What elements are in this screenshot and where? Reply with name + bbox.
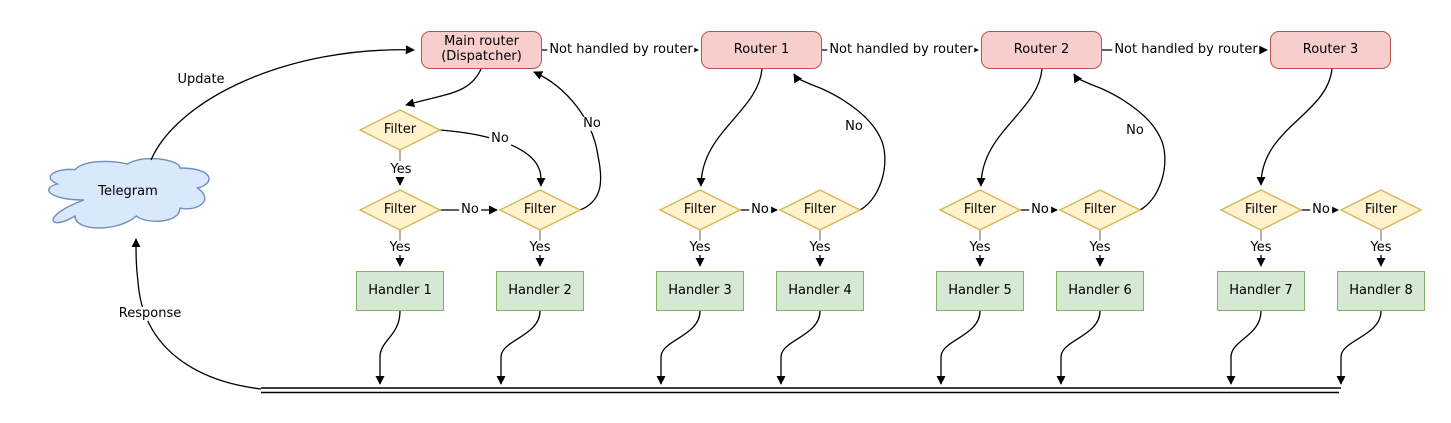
edge-router3-to-filter [1256,68,1333,186]
edge-label-update: Update [175,71,227,88]
filter-label-7: Filter [1244,201,1278,217]
label-yes-2: Yes [527,239,553,256]
telegram-cloud [48,157,210,229]
filter-label-2: Filter [523,201,557,217]
filter-diamond-1 [358,189,442,231]
label-no-4: No [843,118,865,135]
handler1-node: Handler 1 [356,271,444,311]
edge-handler6-bus [1056,310,1101,385]
edge-filter6-no-return [1073,73,1166,211]
label-no-7: No [1310,201,1332,218]
label-no-0: No [489,130,511,147]
label-no-1: No [459,201,481,218]
filter-diamond-4 [778,189,862,231]
edge-handler1-bus [375,310,401,385]
filter-label-5: Filter [963,201,997,217]
handler6-node: Handler 6 [1056,271,1144,311]
edge-filter4-no-return [793,73,886,211]
handler5-label: Handler 5 [948,282,1012,298]
label-yes-4: Yes [807,239,833,256]
handler6-label: Handler 6 [1068,282,1132,298]
edge-label-not-handled-2: Not handled by router [1112,41,1260,58]
edge-handler7-bus [1226,310,1262,385]
edge-filter2-no-return [533,71,602,211]
edge-handler8-bus [1336,310,1382,385]
main-router-node: Main router (Dispatcher) [421,31,542,69]
edge-filter0-no-curve [439,129,546,187]
handler7-node: Handler 7 [1217,271,1305,311]
edge-handler5-bus [936,310,981,385]
edge-dispatcher-to-filter [405,68,482,108]
filter-diamond-8 [1339,189,1423,231]
label-yes-1: Yes [387,239,413,256]
handler7-label: Handler 7 [1229,282,1293,298]
handler5-node: Handler 5 [936,271,1024,311]
label-no-6: No [1124,122,1146,139]
edge-label-not-handled-0: Not handled by router [547,41,695,58]
label-yes-5: Yes [967,239,993,256]
router1-node: Router 1 [701,31,822,69]
filter-label-4: Filter [803,201,837,217]
edge-handler2-bus [496,310,541,385]
label-no-3: No [749,201,771,218]
edge-label-not-handled-1: Not handled by router [827,41,975,58]
filter-label-0: Filter [383,121,417,137]
handler4-label: Handler 4 [788,282,852,298]
filter-diamond-0 [358,109,442,151]
filter-diamond-7 [1219,189,1303,231]
edge-handler4-bus [776,310,821,385]
edge-router2-to-filter [976,68,1043,187]
edge-update [150,45,415,161]
label-yes-7: Yes [1248,239,1274,256]
label-yes-8: Yes [1368,239,1394,256]
router1-label: Router 1 [733,41,790,57]
filter-label-8: Filter [1364,201,1398,217]
edge-handler3-bus [656,310,701,385]
handler2-label: Handler 2 [508,282,572,298]
router3-node: Router 3 [1270,31,1391,69]
label-yes-6: Yes [1087,239,1113,256]
telegram-cloud-label: Telegram [98,183,158,199]
handler8-label: Handler 8 [1349,282,1413,298]
filter-diamond-3 [658,189,742,231]
handler8-node: Handler 8 [1337,271,1425,311]
filter-label-1: Filter [383,201,417,217]
filter-label-3: Filter [683,201,717,217]
edge-router1-to-filter [696,68,763,187]
handler3-label: Handler 3 [668,282,732,298]
label-yes-0: Yes [388,161,414,178]
filter-label-6: Filter [1083,201,1117,217]
main-router-label: Main router (Dispatcher) [441,34,522,64]
handler1-label: Handler 1 [368,282,432,298]
filter-diamond-5 [938,189,1022,231]
filter-diamond-6 [1058,189,1142,231]
label-no-2: No [581,115,603,132]
handler4-node: Handler 4 [776,271,864,311]
router3-label: Router 3 [1302,41,1359,57]
edge-label-response: Response [116,305,184,322]
label-no-5: No [1029,201,1051,218]
router2-node: Router 2 [981,31,1102,69]
label-yes-3: Yes [687,239,713,256]
router2-label: Router 2 [1013,41,1070,57]
filter-diamond-2 [498,189,582,231]
handler3-node: Handler 3 [656,271,744,311]
handler2-node: Handler 2 [496,271,584,311]
